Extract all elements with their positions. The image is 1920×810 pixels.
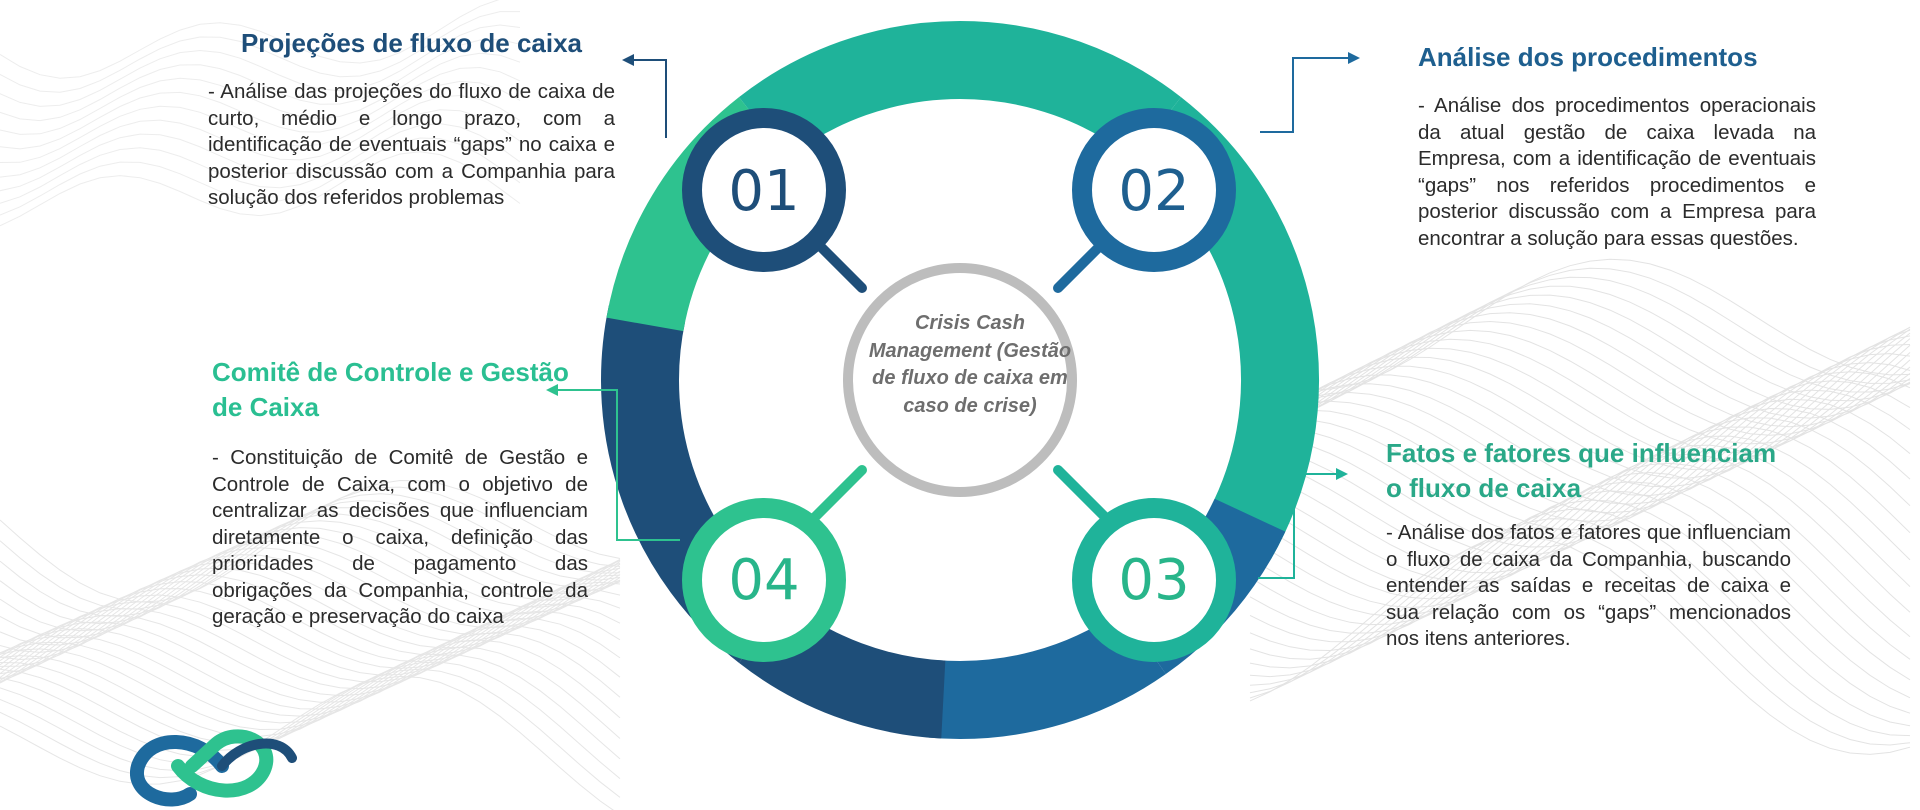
- background-wave-top: [0, 137, 521, 216]
- node-description-03: - Análise dos fatos e fatores que influe…: [1386, 521, 1791, 650]
- background-wave-left: [0, 527, 621, 653]
- connector-arrow-02: [1260, 57, 1350, 133]
- background-wave-right: [1249, 536, 1911, 755]
- text-block-03: Fatos e fatores que influenciam o fluxo …: [1386, 436, 1791, 653]
- arrowhead-04: [546, 384, 558, 396]
- background-wave-left: [0, 561, 621, 684]
- node-description-02: - Análise dos procedimentos operacionais…: [1418, 94, 1816, 250]
- arrowhead-03: [1336, 468, 1348, 480]
- node-description-04: - Constituição de Comitê de Gestão e Con…: [212, 446, 588, 628]
- background-wave-left: [0, 596, 621, 710]
- background-wave-right: [1249, 380, 1911, 565]
- background-wave-left: [0, 654, 621, 765]
- background-wave-left: [0, 507, 621, 632]
- center-circle: [843, 263, 1077, 497]
- node-circle-03: [1072, 498, 1236, 662]
- node-circle-04: [682, 498, 846, 662]
- background-wave-top: [0, 0, 500, 79]
- node-number-03: 03: [1118, 548, 1190, 613]
- background-wave-left: [0, 567, 621, 683]
- node-number-04: 04: [728, 548, 800, 613]
- node-title-03: Fatos e fatores que influenciam o fluxo …: [1386, 438, 1777, 503]
- ring-segment-top: [739, 21, 1181, 159]
- background-wave-right: [1249, 303, 1911, 436]
- text-block-04: Comitê de Controle e Gestão de Caixa - C…: [212, 355, 588, 631]
- background-wave-left: [0, 574, 621, 690]
- node-title-04: Comitê de Controle e Gestão de Caixa: [212, 357, 569, 422]
- background-wave-right: [1249, 353, 1911, 540]
- logo-loop-right: [171, 729, 274, 798]
- node-description-01: - Análise das projeções do fluxo de caix…: [208, 80, 615, 209]
- center-label: Crisis Cash Management (Gestão de fluxo …: [868, 312, 1072, 417]
- background-wave-right: [1249, 518, 1911, 737]
- background-wave-top: [0, 80, 521, 163]
- background-wave-right: [1249, 328, 1911, 488]
- background-wave-right: [1249, 490, 1911, 699]
- node-number-02: 02: [1118, 159, 1190, 224]
- connector-arrow-03: [1258, 473, 1338, 579]
- text-block-01: Projeções de fluxo de caixa - Análise da…: [208, 26, 615, 212]
- background-wave-right: [1249, 389, 1911, 574]
- node-title-01: Projeções de fluxo de caixa: [240, 28, 583, 58]
- background-wave-top: [0, 151, 521, 227]
- background-wave-right: [1249, 499, 1911, 714]
- node-circle-02: [1072, 108, 1236, 272]
- background-wave-left: [0, 479, 621, 603]
- background-wave-left: [0, 500, 621, 625]
- background-wave-top: [0, 66, 521, 150]
- background-wave-right: [1249, 326, 1911, 497]
- arrowhead-01: [622, 54, 634, 66]
- background-wave-right: [1249, 444, 1911, 626]
- background-wave-left: [0, 661, 621, 779]
- connector-arrow-01: [630, 59, 667, 138]
- logo-loop-dark: [217, 738, 297, 771]
- background-wave-right: [1249, 426, 1911, 609]
- ring-segment-bottom-right: [928, 609, 1166, 739]
- background-wave-right: [1249, 508, 1911, 727]
- background-wave-right: [1249, 462, 1911, 643]
- background-wave-top: [0, 24, 521, 107]
- background-wave-top: [0, 52, 521, 135]
- background-wave-right: [1249, 417, 1911, 600]
- background-wave-left: [0, 540, 621, 667]
- logo-loop-left: [130, 735, 229, 807]
- background-wave-top: [0, 38, 521, 122]
- background-wave-right: [1249, 338, 1911, 470]
- node-title-02: Análise dos procedimentos: [1418, 42, 1758, 72]
- connector-arrow-04: [556, 389, 680, 541]
- background-wave-top: [0, 109, 521, 192]
- background-wave-left: [0, 668, 621, 798]
- text-block-02: Análise dos procedimentos - Análise dos …: [1418, 40, 1816, 252]
- background-wave-left: [0, 639, 621, 751]
- background-wave-top: [0, 11, 520, 93]
- background-wave-left: [0, 632, 621, 744]
- node-circle-01: [682, 108, 846, 272]
- background-wave-right: [1249, 407, 1911, 591]
- background-wave-left: [0, 646, 621, 758]
- background-wave-right: [1249, 332, 1911, 479]
- background-wave-top: [0, 94, 521, 178]
- background-wave-right: [1249, 527, 1911, 746]
- background-wave-right: [1249, 276, 1911, 409]
- background-wave-left: [0, 610, 621, 724]
- background-wave-right: [1249, 344, 1911, 462]
- infinity-logo-icon: [130, 729, 297, 807]
- arrowhead-02: [1348, 52, 1360, 64]
- background-wave-top: [0, 123, 521, 204]
- background-wave-left: [0, 675, 614, 810]
- node-number-01: 01: [728, 159, 800, 224]
